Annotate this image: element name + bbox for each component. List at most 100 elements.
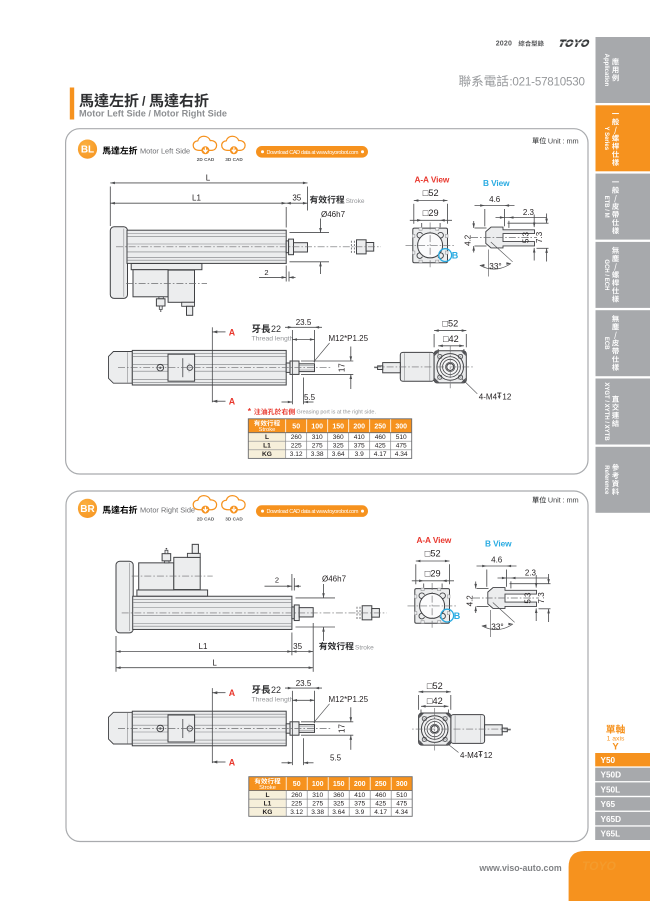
svg-text:L: L bbox=[265, 434, 269, 441]
svg-text:Stroke: Stroke bbox=[259, 785, 276, 791]
svg-text:Stroke: Stroke bbox=[259, 427, 276, 433]
svg-text:325: 325 bbox=[333, 443, 344, 450]
svg-text:425: 425 bbox=[375, 443, 386, 450]
svg-text:300: 300 bbox=[396, 781, 408, 788]
svg-text:Y65L: Y65L bbox=[601, 830, 621, 839]
svg-text:100: 100 bbox=[311, 423, 323, 430]
svg-text:375: 375 bbox=[354, 443, 365, 450]
svg-text:510: 510 bbox=[396, 434, 407, 441]
svg-text:3.9: 3.9 bbox=[355, 451, 364, 458]
svg-text:4.17: 4.17 bbox=[374, 809, 387, 816]
svg-text:Stroke: Stroke bbox=[355, 644, 374, 651]
svg-text:www.viso-auto.com: www.viso-auto.com bbox=[478, 863, 561, 873]
svg-text:12: 12 bbox=[484, 751, 493, 760]
svg-text:200: 200 bbox=[354, 781, 366, 788]
svg-text:2D CAD: 2D CAD bbox=[197, 157, 215, 162]
svg-text:35: 35 bbox=[292, 194, 301, 203]
svg-text:3.12: 3.12 bbox=[290, 451, 303, 458]
svg-text:360: 360 bbox=[333, 792, 344, 799]
svg-text:L: L bbox=[265, 792, 269, 799]
svg-text:Thread length: Thread length bbox=[252, 336, 294, 343]
svg-text:Stroke: Stroke bbox=[346, 198, 365, 205]
svg-text:7.3: 7.3 bbox=[535, 231, 544, 243]
svg-text:ECB: ECB bbox=[603, 337, 609, 350]
svg-text:Ø46h7: Ø46h7 bbox=[321, 210, 346, 219]
svg-text:325: 325 bbox=[333, 800, 344, 807]
svg-text:360: 360 bbox=[333, 434, 344, 441]
svg-text:L: L bbox=[206, 173, 211, 182]
svg-text:100: 100 bbox=[312, 781, 324, 788]
svg-text:□52: □52 bbox=[427, 681, 443, 691]
svg-text:4.34: 4.34 bbox=[395, 809, 408, 816]
svg-text:□29: □29 bbox=[423, 208, 439, 218]
svg-text:L: L bbox=[212, 658, 217, 667]
svg-text:250: 250 bbox=[374, 423, 386, 430]
svg-text:□52: □52 bbox=[423, 188, 439, 198]
svg-text:35: 35 bbox=[293, 642, 302, 651]
svg-text:3.64: 3.64 bbox=[332, 809, 345, 816]
svg-text:Y50L: Y50L bbox=[601, 785, 621, 794]
svg-text:Y65: Y65 bbox=[601, 800, 616, 809]
svg-text:3.9: 3.9 bbox=[355, 809, 364, 816]
svg-text:275: 275 bbox=[312, 443, 323, 450]
svg-text:475: 475 bbox=[396, 443, 407, 450]
svg-text:50: 50 bbox=[292, 423, 300, 430]
svg-text:460: 460 bbox=[375, 792, 386, 799]
svg-text:A: A bbox=[229, 327, 236, 337]
svg-text:300: 300 bbox=[395, 423, 407, 430]
svg-text:Ø46h7: Ø46h7 bbox=[322, 574, 347, 583]
svg-text:4-M4: 4-M4 bbox=[479, 392, 498, 401]
svg-text:12: 12 bbox=[502, 392, 511, 401]
svg-text:3.64: 3.64 bbox=[332, 451, 345, 458]
svg-text:23.5: 23.5 bbox=[296, 318, 312, 327]
svg-text:BR: BR bbox=[80, 504, 95, 515]
svg-text:A-A View: A-A View bbox=[415, 175, 450, 185]
svg-text:2: 2 bbox=[275, 575, 279, 584]
svg-text:B: B bbox=[452, 250, 459, 260]
svg-text:ETB / M: ETB / M bbox=[603, 196, 609, 218]
svg-text:□52: □52 bbox=[442, 318, 458, 328]
svg-text:Motor Left Side / Motor Right: Motor Left Side / Motor Right Side bbox=[79, 108, 227, 118]
svg-text:2020: 2020 bbox=[496, 41, 512, 48]
svg-text:3.38: 3.38 bbox=[311, 809, 324, 816]
svg-text:Download CAD data at www.toyor: Download CAD data at www.toyorobot.com bbox=[267, 150, 359, 156]
svg-text:Y50D: Y50D bbox=[601, 771, 622, 780]
svg-text:475: 475 bbox=[396, 800, 407, 807]
svg-text:5.3: 5.3 bbox=[521, 231, 530, 243]
svg-text:Greasing port is at the right: Greasing port is at the right side. bbox=[297, 410, 377, 416]
svg-text:Motor Left Side: Motor Left Side bbox=[140, 146, 190, 155]
svg-text:KG: KG bbox=[262, 451, 272, 458]
svg-text:310: 310 bbox=[312, 792, 323, 799]
svg-text:260: 260 bbox=[291, 792, 302, 799]
svg-text:Motor Right Side: Motor Right Side bbox=[140, 506, 195, 515]
svg-text:4.17: 4.17 bbox=[374, 451, 387, 458]
svg-text:375: 375 bbox=[354, 800, 365, 807]
svg-text:3.38: 3.38 bbox=[311, 451, 324, 458]
svg-text:2: 2 bbox=[264, 268, 268, 277]
svg-text:Unit : mm: Unit : mm bbox=[548, 496, 579, 505]
svg-text:5.5: 5.5 bbox=[330, 754, 342, 763]
svg-text:Y Series: Y Series bbox=[603, 127, 609, 151]
svg-text:250: 250 bbox=[375, 781, 387, 788]
svg-text:BL: BL bbox=[81, 145, 94, 156]
svg-text:310: 310 bbox=[312, 434, 323, 441]
svg-text:410: 410 bbox=[354, 792, 365, 799]
svg-text:XYGT / XYTH / XYTB: XYGT / XYTH / XYTB bbox=[603, 382, 609, 441]
svg-text:410: 410 bbox=[354, 434, 365, 441]
svg-text:Application: Application bbox=[603, 54, 609, 87]
svg-text:B View: B View bbox=[483, 178, 510, 188]
svg-text:□42: □42 bbox=[443, 334, 459, 344]
svg-text:□42: □42 bbox=[427, 696, 443, 706]
svg-text:275: 275 bbox=[312, 800, 323, 807]
svg-text:L1: L1 bbox=[192, 194, 201, 203]
svg-text:4.34: 4.34 bbox=[395, 451, 408, 458]
svg-text:Download CAD data at www.toyor: Download CAD data at www.toyorobot.com bbox=[267, 509, 359, 515]
svg-text:5.5: 5.5 bbox=[304, 393, 316, 402]
svg-text:2.3: 2.3 bbox=[523, 208, 535, 217]
svg-text:3.12: 3.12 bbox=[290, 809, 303, 816]
svg-text:425: 425 bbox=[375, 800, 386, 807]
svg-text:L1: L1 bbox=[199, 642, 208, 651]
svg-text:A: A bbox=[229, 397, 236, 407]
svg-text:33°: 33° bbox=[489, 262, 501, 271]
svg-text:/: / bbox=[142, 94, 146, 108]
